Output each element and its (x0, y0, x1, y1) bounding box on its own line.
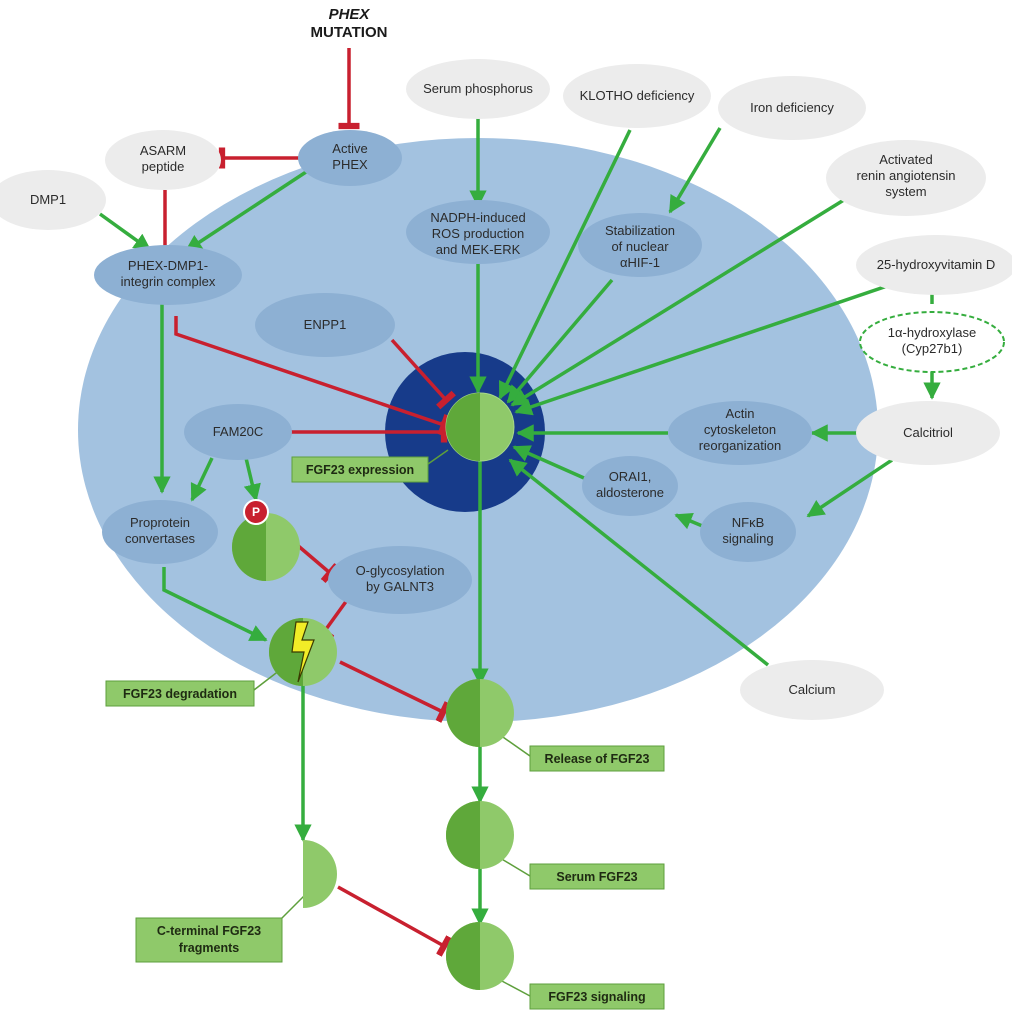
orai1-node (582, 456, 678, 516)
nadph-label-line3: and MEK-ERK (436, 242, 521, 257)
phosphate-badge-icon: P (243, 499, 269, 525)
expression-label-box (291, 456, 429, 483)
fam20c-label: FAM20C (213, 424, 264, 439)
active-phex-label-line1: Active (332, 141, 367, 156)
activation-arrows (98, 118, 941, 926)
nadph-label-line1: NADPH-induced (430, 210, 525, 225)
fam20c-node (184, 404, 292, 460)
nfkb-label-line1: NFκB (732, 515, 765, 530)
asarm-label-line1: ASARM (140, 143, 186, 158)
serum-phosphorus-label: Serum phosphorus (423, 81, 533, 96)
actin-node (668, 401, 812, 465)
stabilization-label-line2: of nuclear (611, 239, 669, 254)
oglyco-label-line2: by GALNT3 (366, 579, 434, 594)
cterm-label-line1: C-terminal FGF23 (157, 924, 261, 938)
klotho-node (563, 64, 711, 128)
actin-label-line2: cytoskeleton (704, 422, 776, 437)
oglyco-label-line1: O-glycosylation (356, 563, 445, 578)
fgf23-labels: FGF23 expression FGF23 degradation Relea… (105, 456, 665, 1010)
ras-node (826, 140, 986, 216)
asarm-label-line2: peptide (142, 159, 185, 174)
phex-complex-label-line1: PHEX-DMP1- (128, 258, 208, 273)
degradation-label: FGF23 degradation (123, 687, 237, 701)
calcitriol-node (856, 401, 1000, 465)
vitd-label: 25-hydroxyvitamin D (877, 257, 996, 272)
fgf23-signaling-circle (446, 922, 514, 990)
iron-label: Iron deficiency (750, 100, 834, 115)
dmp1-node (0, 170, 106, 230)
fgf23-release-circle (446, 679, 514, 747)
ras-label-line2: renin angiotensin (856, 168, 955, 183)
klotho-label: KLOTHO deficiency (580, 88, 695, 103)
asarm-node (105, 130, 221, 190)
signaling-label-box (529, 983, 665, 1010)
stabilization-node (578, 213, 702, 277)
iron-node (718, 76, 866, 140)
fgf23-serum-circle (446, 801, 514, 869)
release-label: Release of FGF23 (545, 752, 650, 766)
inner-nodes: Active PHEX PHEX-DMP1- integrin complex … (94, 130, 812, 614)
fgf23-phospho-circle (232, 513, 300, 581)
oglyco-node (328, 546, 472, 614)
fgf23-cterminal-half (303, 840, 337, 908)
stabilization-label-line1: Stabilization (605, 223, 675, 238)
calcium-label: Calcium (789, 682, 836, 697)
nfkb-node (700, 502, 796, 562)
fgf23-circles (232, 392, 515, 990)
phex-gene-title: PHEX (329, 6, 371, 23)
actin-label-line1: Actin (726, 406, 755, 421)
active-phex-label-line2: PHEX (332, 157, 368, 172)
expression-label: FGF23 expression (306, 463, 414, 477)
nfkb-label-line2: signaling (722, 531, 773, 546)
ras-label-line3: system (885, 184, 926, 199)
label-leaders (253, 449, 531, 997)
ras-label-line1: Activated (879, 152, 932, 167)
proprotein-label-line2: convertases (125, 531, 196, 546)
dmp1-label: DMP1 (30, 192, 66, 207)
degradation-label-box (105, 680, 255, 707)
enpp1-label: ENPP1 (304, 317, 347, 332)
orai1-label-line2: aldosterone (596, 485, 664, 500)
mutation-title: MUTATION (311, 24, 388, 41)
release-label-box (529, 745, 665, 772)
lightning-bolt-icon (291, 621, 315, 683)
inhibition-lines (154, 48, 456, 957)
hydroxylase-label-line2: (Cyp27b1) (902, 341, 963, 356)
phosphate-badge-label: P (252, 505, 260, 519)
cterm-label-line2: fragments (179, 941, 239, 955)
phex-complex-label-line2: integrin complex (121, 274, 216, 289)
active-phex-node (298, 130, 402, 186)
calcium-node (740, 660, 884, 720)
stabilization-label-line3: αHIF-1 (620, 255, 660, 270)
fgf23-nuclear-circle (445, 392, 515, 462)
hydroxylase-node (859, 311, 1005, 373)
calcitriol-label: Calcitriol (903, 425, 953, 440)
vitd-node (856, 235, 1012, 295)
cterm-label-box (135, 917, 283, 963)
actin-label-line3: reorganization (699, 438, 781, 453)
signaling-label: FGF23 signaling (548, 990, 645, 1004)
proprotein-label-line1: Proprotein (130, 515, 190, 530)
phex-complex-node (94, 245, 242, 305)
enpp1-node (255, 293, 395, 357)
hydroxylase-label-line1: 1α-hydroxylase (888, 325, 976, 340)
outer-nodes: Serum phosphorus KLOTHO deficiency Iron … (0, 59, 1012, 720)
serum-label-box (529, 863, 665, 890)
serum-phosphorus-node (406, 59, 550, 119)
nadph-label-line2: ROS production (432, 226, 525, 241)
nadph-node (406, 200, 550, 264)
orai1-label-line1: ORAI1, (609, 469, 652, 484)
proprotein-node (102, 500, 218, 564)
serum-label: Serum FGF23 (556, 870, 637, 884)
